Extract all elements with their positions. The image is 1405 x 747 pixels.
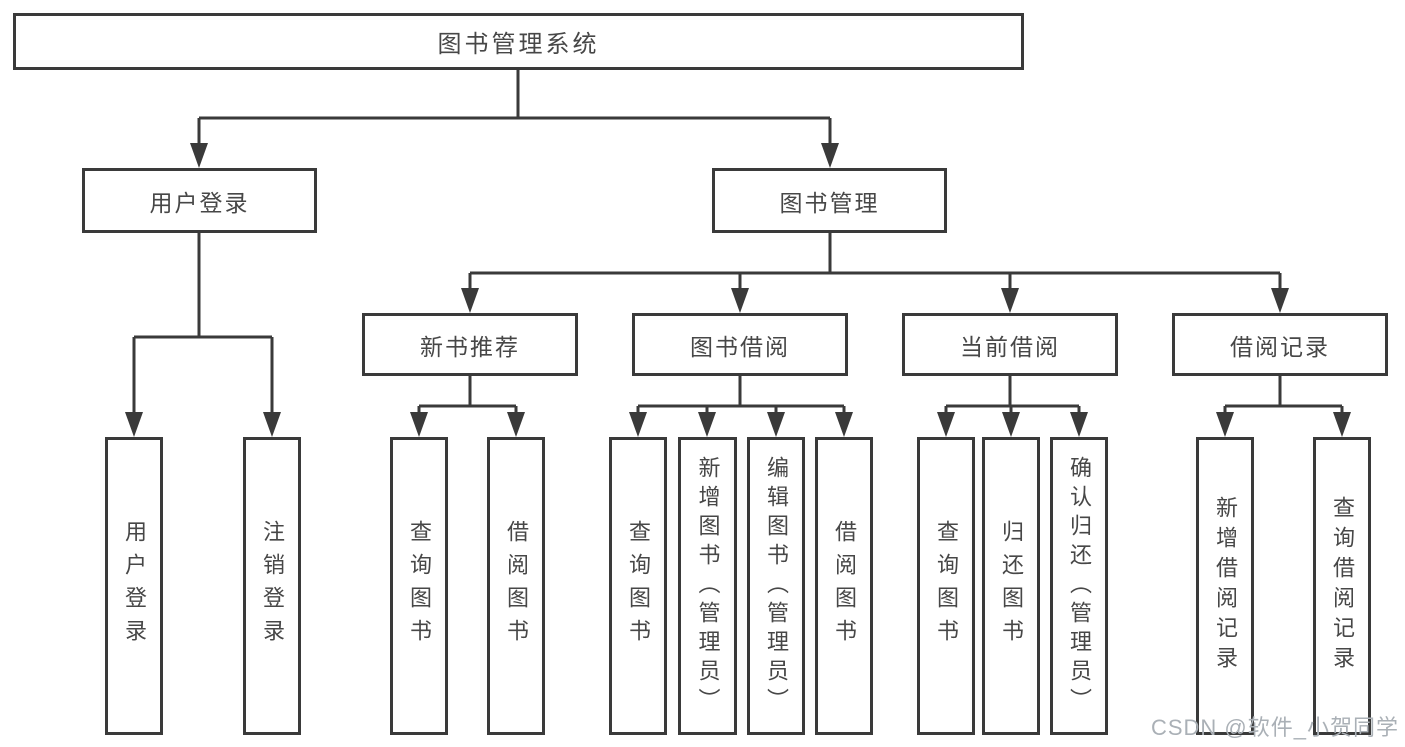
node-book-management: 图书管理	[712, 168, 947, 233]
leaf-search-books-recommend-label: 查询图书	[407, 520, 432, 652]
csdn-watermark: CSDN @软件_小贺同学	[1150, 715, 1399, 740]
leaf-search-borrow-record: 查询借阅记录	[1313, 437, 1371, 735]
leaf-search-books-current: 查询图书	[917, 437, 975, 735]
node-current-borrow-label: 当前借阅	[960, 333, 1060, 360]
node-root-label: 图书管理系统	[437, 31, 600, 58]
leaf-edit-book-admin: 编辑图书（管理员）	[747, 437, 805, 735]
leaf-confirm-return-admin-label: 确认归还（管理员）	[1067, 455, 1092, 717]
leaf-return-book: 归还图书	[982, 437, 1040, 735]
node-current-borrow: 当前借阅	[902, 313, 1118, 376]
leaf-return-book-label: 归还图书	[999, 520, 1024, 652]
node-book-management-label: 图书管理	[779, 189, 880, 216]
arrowhead-icons	[125, 143, 1351, 437]
node-user-login: 用户登录	[82, 168, 317, 233]
leaf-search-books-borrow: 查询图书	[609, 437, 667, 735]
leaf-search-books-current-label: 查询图书	[934, 520, 959, 652]
leaf-add-book-admin-label: 新增图书（管理员）	[695, 455, 721, 717]
leaf-confirm-return-admin: 确认归还（管理员）	[1050, 437, 1108, 735]
leaf-borrow-book-borrow: 借阅图书	[815, 437, 873, 735]
leaf-search-borrow-record-label: 查询借阅记录	[1330, 496, 1355, 676]
leaf-search-books-recommend: 查询图书	[390, 437, 448, 735]
leaf-logout-label: 注销登录	[260, 520, 285, 652]
leaf-add-borrow-record-label: 新增借阅记录	[1213, 496, 1238, 676]
leaf-logout: 注销登录	[243, 437, 301, 735]
leaf-add-book-admin: 新增图书（管理员）	[678, 437, 737, 735]
node-root: 图书管理系统	[13, 13, 1024, 70]
leaf-borrow-book-recommend: 借阅图书	[487, 437, 545, 735]
leaf-search-books-borrow-label: 查询图书	[626, 520, 651, 652]
leaf-user-login-label: 用户登录	[122, 520, 147, 652]
node-new-book-recommend: 新书推荐	[362, 313, 578, 376]
node-borrow-records: 借阅记录	[1172, 313, 1388, 376]
leaf-borrow-book-borrow-label: 借阅图书	[832, 520, 857, 652]
leaf-add-borrow-record: 新增借阅记录	[1196, 437, 1254, 735]
node-user-login-label: 用户登录	[149, 189, 250, 216]
leaf-borrow-book-recommend-label: 借阅图书	[504, 520, 529, 652]
node-borrow-records-label: 借阅记录	[1230, 333, 1330, 360]
node-book-borrow-label: 图书借阅	[690, 333, 790, 360]
node-book-borrow: 图书借阅	[632, 313, 848, 376]
leaf-user-login: 用户登录	[105, 437, 163, 735]
node-new-book-recommend-label: 新书推荐	[420, 333, 520, 360]
leaf-edit-book-admin-label: 编辑图书（管理员）	[764, 455, 789, 717]
